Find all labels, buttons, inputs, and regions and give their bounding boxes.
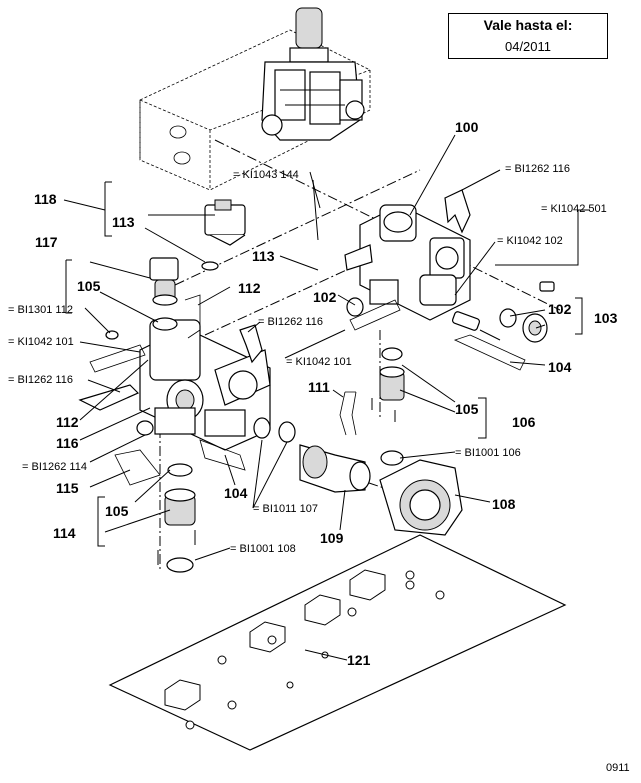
cartridge-109 bbox=[299, 444, 371, 493]
ref-ki1042-101-left: = KI1042 101 bbox=[8, 336, 74, 348]
ref-ki1042-101-mid: = KI1042 101 bbox=[286, 356, 352, 368]
bracket-115 bbox=[114, 449, 161, 486]
clip-111 bbox=[339, 391, 357, 436]
ref-bi1262-116-mid: = BI1262 116 bbox=[258, 316, 323, 328]
corner-code: 0911 bbox=[606, 762, 630, 774]
motor-108 bbox=[379, 459, 463, 536]
label-121: 121 bbox=[347, 652, 371, 668]
o-ring-105-top bbox=[152, 317, 178, 331]
label-115: 115 bbox=[56, 480, 79, 496]
label-102-b: 102 bbox=[548, 301, 572, 317]
ref-ki1043-144: = KI1043 144 bbox=[233, 169, 299, 181]
o-ring-bi1011-107-a bbox=[253, 417, 271, 439]
ref-bi1262-116-left: = BI1262 116 bbox=[8, 374, 73, 386]
screw-ki1042-501 bbox=[539, 281, 555, 292]
validity-title: Vale hasta el: bbox=[483, 17, 573, 33]
o-ring-bi1262-114 bbox=[136, 420, 154, 436]
o-ring-102-left bbox=[346, 297, 364, 317]
label-112-b: 112 bbox=[56, 414, 79, 430]
label-108: 108 bbox=[492, 496, 516, 512]
ref-bi1001-106: = BI1001 106 bbox=[455, 447, 521, 459]
cartridge-105-right bbox=[379, 366, 405, 401]
cartridge-114 bbox=[164, 488, 196, 526]
o-ring-bi1001-106 bbox=[380, 450, 404, 466]
clip-bi1262-116-top bbox=[444, 189, 471, 234]
ref-bi1001-108: = BI1001 108 bbox=[230, 543, 296, 555]
label-106: 106 bbox=[512, 414, 536, 430]
sensor-102 bbox=[451, 311, 501, 341]
label-102-a: 102 bbox=[313, 289, 337, 305]
bracket-102-left bbox=[349, 299, 401, 331]
label-105-c: 105 bbox=[105, 503, 129, 519]
label-117: 117 bbox=[35, 234, 58, 250]
ref-bi1262-116-top: = BI1262 116 bbox=[505, 163, 570, 175]
ref-ki1042-501: = KI1042 501 bbox=[541, 203, 607, 215]
callout-labels: 100 118 113 113 117 105 112 102 102 103 … bbox=[8, 119, 618, 668]
label-105-a: 105 bbox=[77, 278, 101, 294]
validity-box: Vale hasta el: 04/2011 bbox=[448, 13, 608, 59]
label-116: 116 bbox=[56, 435, 79, 451]
valve-body-100 bbox=[344, 204, 471, 321]
label-118: 118 bbox=[34, 191, 57, 207]
clip-112-upper bbox=[184, 294, 201, 339]
o-ring-105-right bbox=[381, 347, 403, 361]
o-ring-113 bbox=[201, 261, 219, 271]
o-ring-bi1011-107-b bbox=[278, 421, 296, 443]
label-112-a: 112 bbox=[238, 280, 261, 296]
ref-ki1042-102: = KI1042 102 bbox=[497, 235, 563, 247]
label-104-b: 104 bbox=[224, 485, 248, 501]
label-103: 103 bbox=[594, 310, 618, 326]
gas-valve-top bbox=[261, 7, 365, 141]
label-113-a: 113 bbox=[112, 214, 135, 230]
ref-bi1262-114: = BI1262 114 bbox=[22, 461, 87, 473]
label-100: 100 bbox=[455, 119, 479, 135]
clip-bi1262-116-left bbox=[78, 384, 140, 411]
knob-103 bbox=[522, 313, 548, 343]
o-ring-102 bbox=[499, 308, 517, 328]
component-117 bbox=[149, 257, 179, 306]
clip-ki1042-101 bbox=[89, 344, 146, 373]
bracket-104-right bbox=[453, 334, 526, 371]
label-113-b: 113 bbox=[252, 248, 275, 264]
label-111: 111 bbox=[308, 379, 330, 395]
clip-bi1262-116-mid bbox=[239, 324, 263, 364]
label-105-b: 105 bbox=[455, 401, 479, 417]
label-109: 109 bbox=[320, 530, 344, 546]
label-104-a: 104 bbox=[548, 359, 572, 375]
ring-bi1301-112 bbox=[105, 330, 119, 340]
o-ring-105-lower bbox=[167, 463, 193, 477]
validity-date: 04/2011 bbox=[504, 39, 552, 54]
leader-lines bbox=[63, 134, 590, 661]
o-ring-bi1001-108 bbox=[166, 557, 194, 573]
ref-bi1301-112: = BI1301 112 bbox=[8, 304, 73, 316]
label-114: 114 bbox=[53, 525, 76, 541]
ref-bi1011-107: = BI1011 107 bbox=[253, 503, 318, 515]
component-118 bbox=[204, 199, 246, 246]
bracket-104-lower bbox=[199, 439, 246, 471]
